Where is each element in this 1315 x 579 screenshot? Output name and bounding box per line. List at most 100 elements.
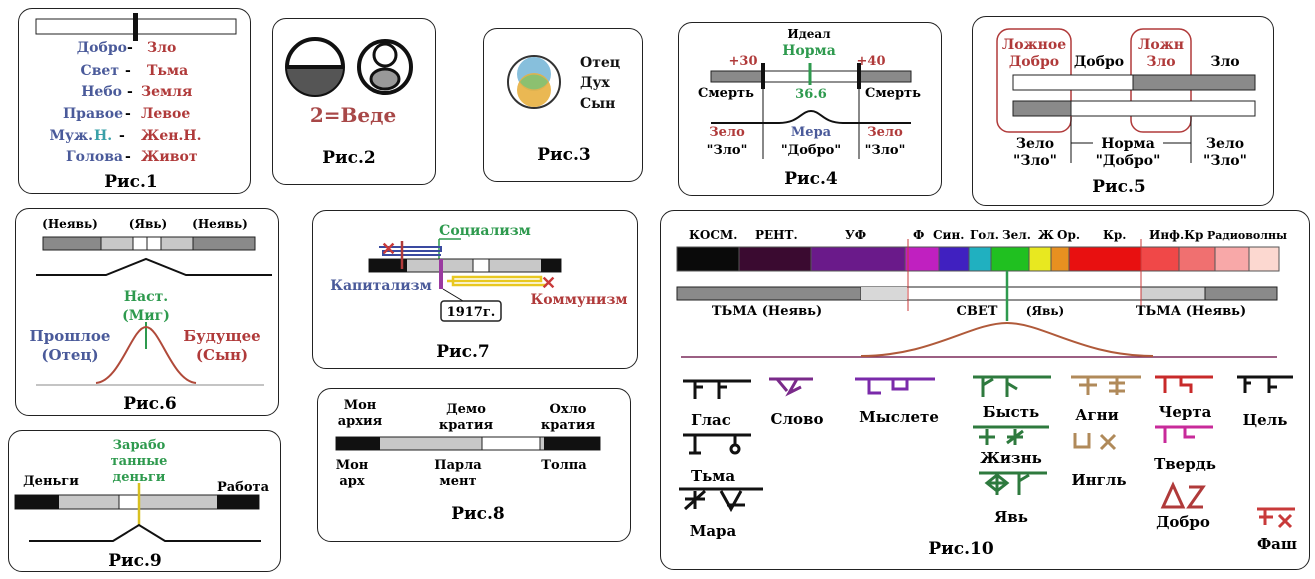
fig7-cap-arrow	[379, 246, 442, 256]
fig9-svg: Зарабо танные деньги Деньги Работа Рис.9	[14, 438, 270, 571]
fig5-goodq: "Добро"	[1096, 153, 1161, 169]
fig3-label-0: Отец	[580, 55, 620, 71]
fig1-right-1: Тьма	[147, 63, 188, 79]
fig9-triangle	[29, 523, 261, 542]
glyph-label-8: Жизнь	[980, 449, 1042, 467]
fig7-bar-white	[472, 258, 490, 273]
fig1-left-3: Правое	[63, 106, 123, 122]
fig10-bell	[860, 321, 1154, 357]
glyph-zhizn-icon	[979, 429, 1024, 445]
fig7-communism: Коммунизм	[530, 292, 627, 308]
glyph-tma-icon	[689, 435, 737, 455]
fig6-future-2: (Сын)	[196, 346, 248, 364]
fig1-right-5: Живот	[141, 149, 198, 165]
fig8-demo-2: кратия	[439, 418, 494, 433]
glyph-label-4: Агни	[1075, 406, 1119, 424]
fig9-work: Работа	[217, 480, 270, 495]
fig5-false-good-2: Добро	[1009, 54, 1059, 70]
fig1-left-0: Добро	[77, 40, 127, 56]
fig6-bell	[95, 325, 197, 384]
spectrum-band-0	[676, 246, 740, 272]
fig5-bar-bottom-gray	[1012, 100, 1072, 117]
fig1-divider	[133, 13, 138, 41]
fig9-earned-2: танные	[111, 454, 168, 469]
fig7-capitalism: Капитализм	[330, 278, 432, 294]
fig4-goodq: "Добро"	[781, 143, 841, 158]
glyph-label-10: Ингль	[1071, 471, 1126, 489]
fig6-now-1: Наст.	[124, 289, 168, 305]
spectrum-band-5	[968, 246, 992, 272]
fig8-demo-1: Демо	[446, 402, 486, 417]
fig1-dash-5: -	[125, 149, 131, 165]
fig4-evil-left: Зело	[709, 125, 745, 140]
glyph-byst-icon	[981, 377, 1018, 397]
fig10-bar-lgray-right	[1140, 286, 1206, 301]
fig8-monb-1: Мон	[336, 458, 369, 473]
glyph-label-13: Добро	[1156, 513, 1210, 531]
fig6-triangle	[36, 257, 272, 276]
spectrum-band-2	[810, 246, 906, 272]
fig5-bar-top-gray	[1132, 74, 1256, 91]
fig3-caption: Рис.3	[537, 145, 591, 165]
fig1-left-5: Голова	[66, 149, 123, 165]
fig10-caption: Рис.10	[928, 539, 993, 559]
fig5-caption: Рис.5	[1092, 177, 1146, 197]
spectrum-band-10a	[1140, 246, 1180, 272]
fig10-panel: КОСМ. РЕНТ. УФ Ф Син. Гол. Зел. Ж Ор. Кр…	[660, 210, 1310, 570]
fig7-svg: Социализм ✕ ✕ Капитализм Коммунизм 1917г…	[330, 223, 627, 362]
fig10-bar-dark-left	[676, 286, 862, 301]
fig1-caption: Рис.1	[104, 172, 158, 192]
spectrum-band-1	[738, 246, 812, 272]
fig1-right-4: Жен.Н.	[141, 128, 202, 144]
glyph-slovo-icon	[775, 378, 802, 397]
spectrum-band-3	[904, 246, 940, 272]
spectrum-label-0: КОСМ.	[689, 228, 737, 242]
fig8-panel: Мон архия Демо кратия Охло кратия Мон ар…	[317, 388, 631, 542]
fig8-parl-1: Парла	[434, 458, 482, 473]
fig9-bar-left	[15, 495, 59, 509]
fig5-false-good-1: Ложное	[1002, 37, 1066, 53]
fig5-evil: Зло	[1210, 54, 1239, 70]
fig4-panel: Идеал Норма +30 +40 Смерть 36.6 Смерть З…	[678, 22, 942, 196]
fig10-light: СВЕТ	[957, 304, 998, 319]
fig9-earned-3: деньги	[113, 470, 166, 485]
glyph-mara-icon	[683, 489, 745, 513]
fig2-panel: 2=Веде Рис.2	[272, 18, 436, 185]
fig9-bar-right	[217, 495, 259, 509]
glyph-label-6: Цель	[1243, 411, 1288, 429]
glyph-label-5: Черта	[1159, 403, 1212, 421]
glyph-dobro-icon	[1160, 481, 1206, 509]
fig7-bar-black-right	[541, 259, 561, 272]
fig3-svg: Отец Дух Сын Рис.3	[507, 55, 620, 165]
fig8-crowd: Толпа	[541, 458, 587, 473]
fig5-false-evil-2: Зло	[1146, 54, 1175, 70]
fig6-nonrev-left: (Неявь)	[42, 217, 98, 231]
fig5-good: Добро	[1074, 54, 1124, 70]
fig6-now-2: (Миг)	[122, 308, 170, 324]
fig1-dash-4: -	[119, 128, 125, 144]
spectrum-label-10: Инф.Кр	[1149, 228, 1203, 242]
fig1-dash-2: -	[127, 84, 133, 100]
fig9-money: Деньги	[23, 474, 79, 489]
fig6-svg: (Неявь) (Явь) (Неявь) Наст. (Миг) Прошло…	[30, 217, 272, 414]
spectrum-label-9: Кр.	[1103, 228, 1126, 242]
glyph-tverd-icon	[1163, 427, 1195, 443]
glyph-fash-icon	[1259, 509, 1293, 529]
fig4-death-left: Смерть	[698, 86, 754, 101]
fig1-left-1: Свет	[81, 63, 120, 79]
fig2-ring-bottom	[369, 67, 401, 91]
fig4-caption: Рис.4	[784, 169, 838, 189]
fig8-bar-white	[481, 436, 541, 451]
fig2-caption: Рис.2	[322, 148, 376, 168]
fig1-left-4b: Н.	[94, 128, 112, 144]
fig1-right-3: Левое	[141, 106, 190, 122]
fig4-plus30: +30	[729, 54, 758, 69]
fig6-rev: (Явь)	[129, 217, 167, 231]
fig7-panel: Социализм ✕ ✕ Капитализм Коммунизм 1917г…	[312, 210, 638, 369]
fig3-green	[520, 74, 548, 90]
fig5-evilq-right: "Зло"	[1203, 153, 1247, 169]
fig4-mark-right	[857, 63, 861, 89]
fig2-half	[287, 67, 343, 95]
fig7-comm-x: ✕	[541, 273, 556, 294]
glyph-label-9: Твердь	[1154, 455, 1216, 473]
